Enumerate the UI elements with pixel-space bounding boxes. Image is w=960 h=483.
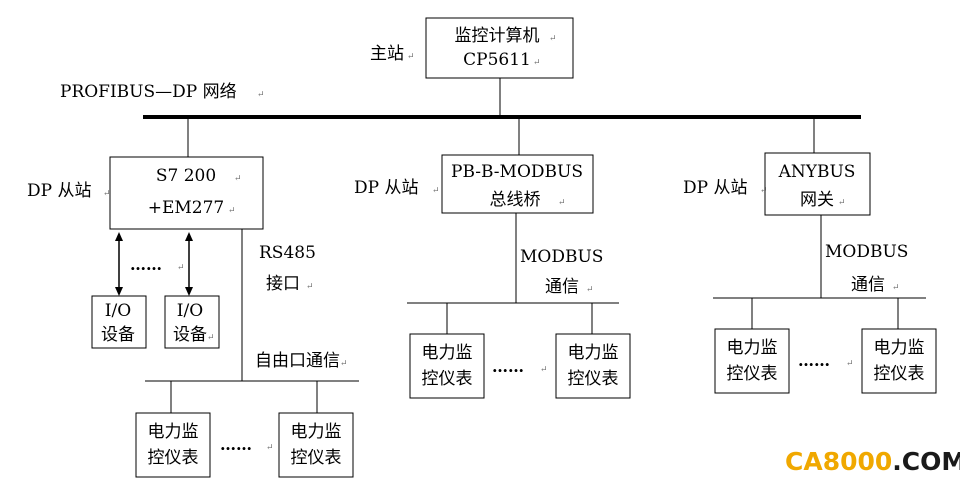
slave2-comm-label: 通信 bbox=[545, 277, 579, 297]
slave3-box bbox=[764, 152, 871, 216]
meter-1a-line2: 控仪表 bbox=[148, 448, 199, 468]
slave-anybus: ANYBUS 网关 ↵ DP 从站 ↵ MODBUS 通信 ↵ 电力监 控仪表 … bbox=[683, 117, 937, 394]
paragraph-mark: ↵ bbox=[228, 206, 236, 216]
paragraph-mark: ↵ bbox=[207, 333, 215, 343]
slave3-comm-label: 通信 bbox=[851, 275, 885, 295]
slave1-box bbox=[109, 156, 264, 230]
io-device-2-box bbox=[164, 295, 220, 349]
profibus-bus: PROFIBUS—DP 网络 ↵ bbox=[60, 82, 861, 119]
meter-2b-line2: 控仪表 bbox=[568, 369, 619, 389]
paragraph-mark: ↵ bbox=[838, 198, 846, 208]
io-device-1-line1: I/O bbox=[105, 301, 131, 321]
master-line1: 监控计算机 bbox=[455, 26, 540, 46]
meter-1b-box bbox=[278, 412, 354, 478]
slave1-line1: S7 200 bbox=[156, 166, 216, 186]
master-station: 监控计算机 ↵ CP5611 ↵ 主站 ↵ bbox=[370, 17, 574, 117]
paragraph-mark: ↵ bbox=[177, 263, 185, 273]
watermark-logo: CA8000.COM bbox=[785, 447, 960, 476]
meter-3b-line2: 控仪表 bbox=[874, 364, 925, 384]
paragraph-mark: ↵ bbox=[892, 283, 900, 293]
io-device-2-line1: I/O bbox=[177, 301, 203, 321]
slave-s7-200: S7 200 ↵ +EM277 ↵ DP 从站 ↵ …… ↵ I/O 设备 I/… bbox=[27, 117, 359, 478]
meter-3b-line1: 电力监 bbox=[874, 338, 925, 358]
meter-1-ellipsis: …… bbox=[220, 435, 252, 454]
paragraph-mark: ↵ bbox=[846, 359, 854, 369]
free-port-label: 自由口通信 bbox=[255, 351, 340, 371]
paragraph-mark: ↵ bbox=[586, 285, 594, 295]
paragraph-mark: ↵ bbox=[234, 174, 242, 184]
io2-arrow-down-head bbox=[185, 287, 193, 296]
meter-2b-line1: 电力监 bbox=[568, 343, 619, 363]
io-device-1-box bbox=[91, 295, 147, 349]
paragraph-mark: ↵ bbox=[432, 186, 440, 196]
slave1-line2: +EM277 bbox=[148, 198, 225, 218]
slave3-line2: 网关 bbox=[800, 190, 834, 210]
io-device-1-line2: 设备 bbox=[101, 325, 135, 345]
paragraph-mark: ↵ bbox=[407, 52, 415, 62]
meter-2a-line2: 控仪表 bbox=[422, 369, 473, 389]
slave3-role-label: DP 从站 bbox=[683, 178, 747, 198]
paragraph-mark: ↵ bbox=[266, 443, 274, 453]
meter-3a-line2: 控仪表 bbox=[727, 364, 778, 384]
paragraph-mark: ↵ bbox=[340, 359, 348, 369]
io-device-2-line2: 设备 bbox=[173, 325, 207, 345]
paragraph-mark: ↵ bbox=[760, 186, 768, 196]
rs485-port-label: 接口 bbox=[266, 274, 300, 294]
meter-2b-box bbox=[555, 333, 631, 399]
watermark-prefix: CA8000 bbox=[785, 447, 892, 476]
io-ellipsis: …… bbox=[130, 255, 162, 274]
paragraph-mark: ↵ bbox=[533, 58, 541, 68]
meter-3-ellipsis: …… bbox=[798, 351, 830, 370]
paragraph-mark: ↵ bbox=[540, 365, 548, 375]
rs485-label: RS485 bbox=[259, 243, 316, 263]
meter-2a-box bbox=[409, 333, 485, 399]
paragraph-mark: ↵ bbox=[103, 189, 111, 199]
meter-1b-line1: 电力监 bbox=[291, 422, 342, 442]
meter-2-ellipsis: …… bbox=[492, 357, 524, 376]
meter-1a-box bbox=[135, 412, 211, 478]
paragraph-mark: ↵ bbox=[306, 282, 314, 292]
paragraph-mark: ↵ bbox=[549, 34, 557, 44]
meter-1a-line1: 电力监 bbox=[148, 422, 199, 442]
slave3-modbus-label: MODBUS bbox=[825, 242, 908, 262]
master-line2: CP5611 bbox=[463, 50, 531, 70]
slave2-box bbox=[441, 154, 594, 214]
slave2-line1: PB-B-MODBUS bbox=[451, 162, 583, 182]
master-box bbox=[425, 17, 574, 79]
slave1-role-label: DP 从站 bbox=[27, 181, 91, 201]
slave2-modbus-label: MODBUS bbox=[520, 247, 603, 267]
bus-label: PROFIBUS—DP 网络 bbox=[60, 82, 237, 102]
meter-2a-line1: 电力监 bbox=[422, 343, 473, 363]
io2-arrow-up-head bbox=[185, 232, 193, 241]
meter-3a-line1: 电力监 bbox=[727, 338, 778, 358]
slave2-line2: 总线桥 bbox=[490, 190, 541, 210]
io1-arrow-up-head bbox=[115, 232, 123, 241]
io1-arrow-down-head bbox=[115, 287, 123, 296]
watermark-suffix: .COM bbox=[892, 447, 960, 476]
slave3-line1: ANYBUS bbox=[778, 162, 856, 182]
meter-1b-line2: 控仪表 bbox=[291, 448, 342, 468]
paragraph-mark: ↵ bbox=[257, 90, 265, 100]
master-role-label: 主站 bbox=[370, 44, 404, 64]
slave-pb-b-modbus: PB-B-MODBUS 总线桥 ↵ DP 从站 ↵ MODBUS 通信 ↵ 电力… bbox=[354, 117, 631, 399]
meter-3a-box bbox=[714, 328, 790, 394]
meter-3b-box bbox=[861, 328, 937, 394]
slave2-role-label: DP 从站 bbox=[354, 178, 418, 198]
paragraph-mark: ↵ bbox=[558, 198, 566, 208]
